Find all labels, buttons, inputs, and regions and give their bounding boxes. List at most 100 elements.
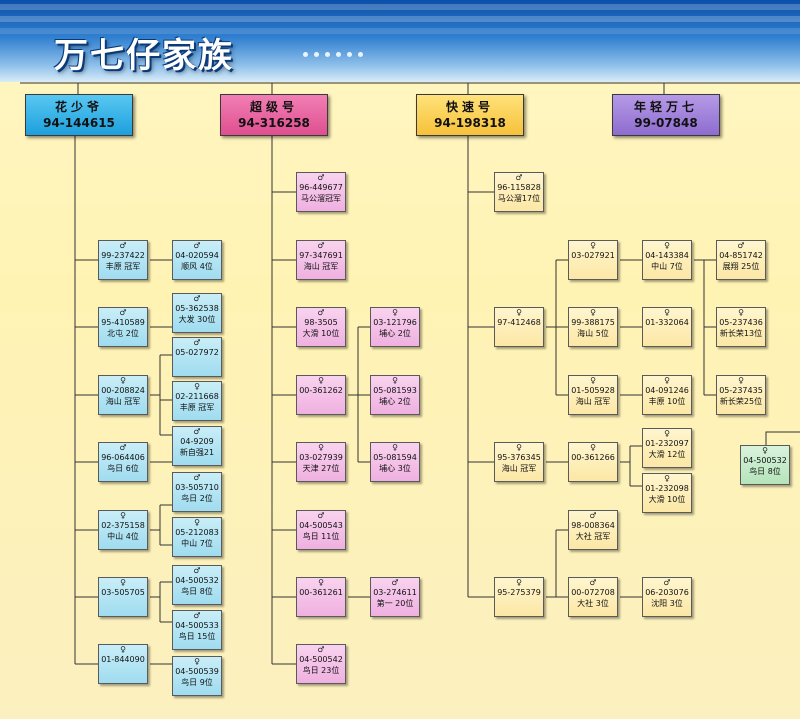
pigeon-node[interactable]: ♀01-332064 [642, 307, 692, 347]
ring-id: 04-020594 [175, 251, 219, 260]
race-result: 新自强21 [179, 448, 215, 457]
ring-id: 04-500533 [175, 621, 219, 630]
ring-id: 02-375158 [101, 521, 145, 530]
root-node[interactable]: 花少爷 94-144615 [25, 94, 133, 136]
pigeon-node[interactable]: ♀03-505705 [98, 577, 148, 617]
sex-icon: ♀ [762, 446, 768, 455]
pigeon-node[interactable]: ♀01-844090 [98, 644, 148, 684]
race-result: 大滑 10位 [648, 495, 686, 504]
sex-icon: ♂ [193, 241, 201, 250]
race-result: 大滑 12位 [648, 450, 686, 459]
pigeon-node[interactable]: ♀00-361262 [296, 375, 346, 415]
root-node[interactable]: 快速号 94-198318 [416, 94, 524, 136]
race-result: 马公溜17位 [497, 194, 541, 203]
pigeon-node[interactable]: ♀00-361266 [568, 442, 618, 482]
ring-id: 05-081593 [373, 386, 417, 395]
sex-icon: ♀ [392, 376, 398, 385]
race-result: 鸟日 11位 [302, 532, 340, 541]
sex-icon: ♀ [516, 443, 522, 452]
ring-id: 01-232098 [645, 484, 689, 493]
root-name: 快速号 [445, 100, 494, 114]
race-result: 鸟日 23位 [302, 666, 340, 675]
pigeon-node[interactable]: ♂05-027972 [172, 337, 222, 377]
pigeon-node[interactable]: ♀95-275379 [494, 577, 544, 617]
sex-icon: ♂ [317, 645, 325, 654]
sex-icon: ♀ [318, 376, 324, 385]
root-node[interactable]: 年轻万七 99-07848 [612, 94, 720, 136]
race-result: 新长荣25位 [719, 397, 763, 406]
race-result: 北屯 2位 [107, 329, 139, 338]
ring-id: 01-844090 [101, 655, 145, 664]
pigeon-node[interactable]: ♀97-412468 [494, 307, 544, 347]
sex-icon: ♀ [194, 518, 200, 527]
root-node[interactable]: 超级号 94-316258 [220, 94, 328, 136]
race-result: 鸟日 8位 [181, 587, 213, 596]
sex-icon: ♂ [589, 511, 597, 520]
sex-icon: ♂ [515, 173, 523, 182]
race-result: 大滑 10位 [302, 329, 340, 338]
root-name: 花少爷 [54, 100, 103, 114]
race-result: 马公溜冠军 [301, 194, 341, 203]
ring-id: 96-064406 [101, 453, 145, 462]
race-result: 鸟日 9位 [181, 678, 213, 687]
sex-icon: ♂ [589, 578, 597, 587]
pigeon-node[interactable]: ♀00-361261 [296, 577, 346, 617]
sex-icon: ♀ [120, 578, 126, 587]
ring-id: 97-347691 [299, 251, 343, 260]
root-id: 94-316258 [238, 116, 310, 130]
ring-id: 99-237422 [101, 251, 145, 260]
ring-id: 95-410589 [101, 318, 145, 327]
race-result: 中山 4位 [107, 532, 139, 541]
sex-icon: ♂ [193, 294, 201, 303]
race-result: 丰原 10位 [648, 397, 686, 406]
ring-id: 03-121796 [373, 318, 417, 327]
race-result: 海山 冠军 [575, 397, 611, 406]
sex-icon: ♀ [664, 308, 670, 317]
race-result: 中山 7位 [181, 539, 213, 548]
sex-icon: ♂ [317, 173, 325, 182]
pigeon-node[interactable]: ♀03-027921 [568, 240, 618, 280]
race-result: 中山 7位 [651, 262, 683, 271]
ring-id: 05-362538 [175, 304, 219, 313]
ring-id: 98-008364 [571, 521, 615, 530]
